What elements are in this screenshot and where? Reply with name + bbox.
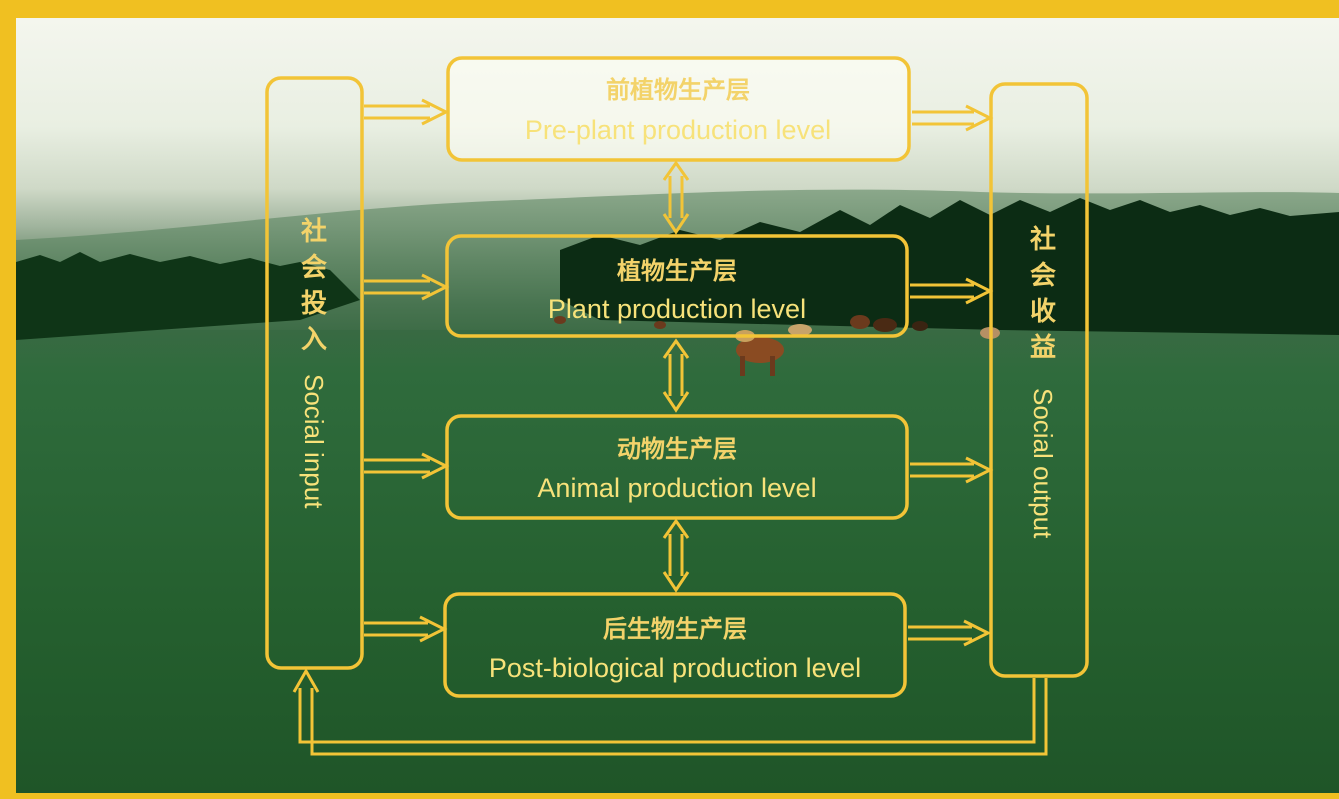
scenery [16,189,1339,376]
social-input-label: 社 会 投 入 Social input [299,216,329,509]
social-output-zh-3: 收 [1030,297,1056,327]
social-input-zh-3: 投 [301,289,327,319]
level-plant-en: Plant production level [548,294,806,324]
level-animal-zh: 动物生产层 [617,435,737,463]
social-output-label: 社 会 收 益 Social output [1028,224,1058,539]
social-input-en: Social input [299,374,329,509]
input-arrows [364,98,450,643]
social-output-zh-2: 会 [1030,261,1056,291]
level-post-biological-zh: 后生物生产层 [603,615,747,643]
level-box-pre-plant [446,56,911,162]
social-input-zh-2: 会 [301,253,327,283]
social-output-en: Social output [1028,388,1058,539]
social-output-zh-4: 益 [1030,333,1056,363]
bidirectional-arrows [662,160,690,593]
diagram [265,56,1089,756]
level-post-biological-en: Post-biological production level [489,653,861,683]
feedback-loop-arrow [292,667,1048,756]
social-input-box [265,76,364,670]
level-plant-zh: 植物生产层 [617,257,737,285]
social-output-zh-1: 社 [1030,224,1056,255]
social-input-zh-4: 入 [301,325,327,355]
output-arrows [908,104,994,647]
level-labels: 前植物生产层 Pre-plant production level 植物生产层 … [489,76,861,683]
social-output-box [989,82,1089,678]
level-pre-plant-zh: 前植物生产层 [606,76,750,104]
social-input-zh-1: 社 [301,216,327,247]
level-box-post-biological [443,592,907,698]
level-animal-en: Animal production level [537,473,816,503]
level-pre-plant-en: Pre-plant production level [525,115,831,145]
